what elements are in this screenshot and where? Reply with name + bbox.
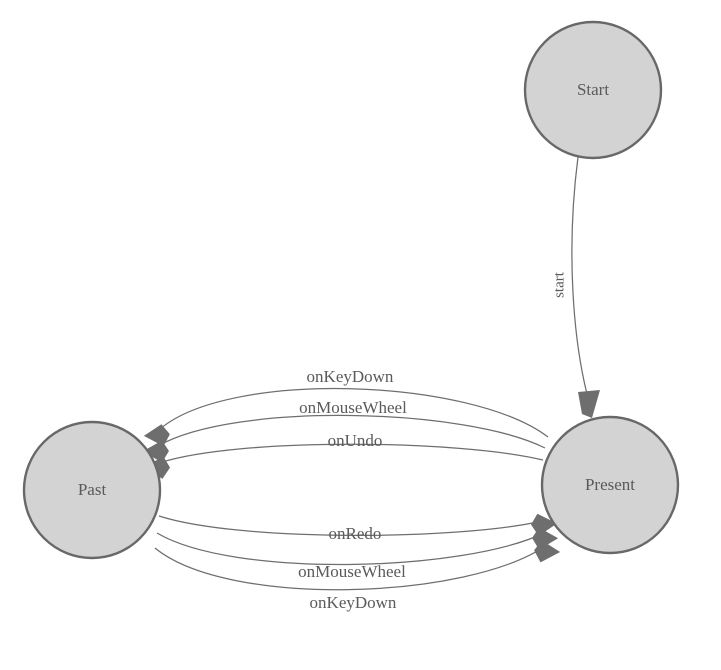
edge-path-past-present-onkeydown bbox=[154, 544, 548, 591]
node-start[interactable]: Start bbox=[523, 20, 663, 160]
edge-path-past-present-onredo bbox=[158, 515, 543, 536]
node-past-label: Past bbox=[78, 480, 107, 499]
arrowhead-past-2 bbox=[142, 440, 169, 463]
edge-path-present-past-onmousewheel bbox=[157, 414, 546, 449]
edge-path-past-present-onmousewheel bbox=[156, 532, 545, 566]
node-start-label: Start bbox=[577, 80, 609, 99]
edge-label-bottom-onmousewheel: onMouseWheel bbox=[298, 562, 406, 581]
arrowhead-present-from-start bbox=[578, 390, 600, 418]
edge-past-to-present-onkeydown[interactable] bbox=[154, 539, 561, 591]
edge-label-bottom-onredo: onRedo bbox=[329, 524, 382, 543]
edge-present-to-past-onmousewheel[interactable] bbox=[142, 414, 546, 464]
edge-label-top-onundo: onUndo bbox=[328, 431, 383, 450]
edge-path-present-past-onundo bbox=[158, 443, 544, 464]
arrowhead-present-3 bbox=[534, 540, 561, 563]
arrowhead-present-2 bbox=[532, 527, 559, 550]
edge-label-top-onkeydown: onKeyDown bbox=[307, 367, 394, 386]
arrowhead-past-1 bbox=[143, 424, 170, 447]
node-present-circle bbox=[540, 415, 680, 555]
node-present-label: Present bbox=[585, 475, 635, 494]
node-past[interactable]: Past bbox=[22, 420, 162, 560]
node-present[interactable]: Present bbox=[540, 415, 680, 555]
node-past-circle bbox=[22, 420, 162, 560]
edge-path-start-present bbox=[571, 156, 589, 399]
edge-start-to-present[interactable] bbox=[571, 156, 600, 418]
edge-label-bottom-onkeydown: onKeyDown bbox=[310, 593, 397, 612]
node-start-circle bbox=[523, 20, 663, 160]
edge-path-present-past-onkeydown bbox=[159, 387, 549, 438]
edge-past-to-present-onmousewheel[interactable] bbox=[156, 527, 559, 566]
edge-label-top-onmousewheel: onMouseWheel bbox=[299, 398, 407, 417]
edge-label-start: start bbox=[551, 271, 567, 298]
edge-present-to-past-onkeydown[interactable] bbox=[143, 387, 549, 449]
